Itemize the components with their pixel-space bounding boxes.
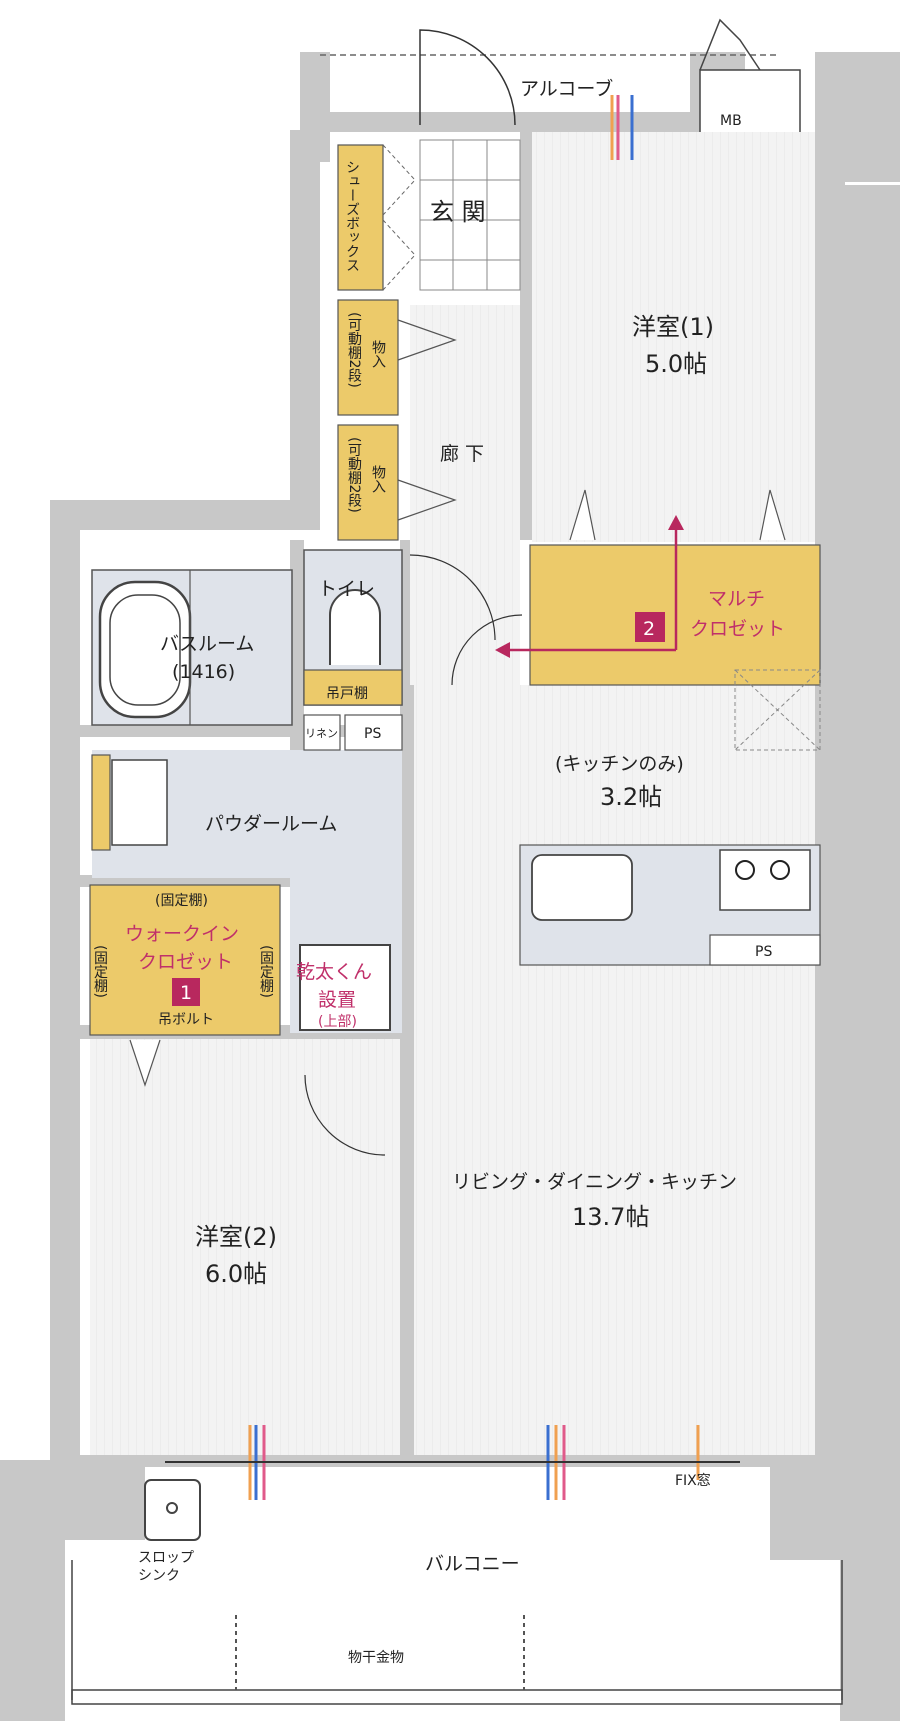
slop-sink-drain bbox=[166, 1502, 178, 1514]
label-powder-room: パウダールーム bbox=[205, 813, 337, 835]
label-western2-size: 6.0帖 bbox=[205, 1260, 267, 1288]
label-multi-closet-1: マルチ bbox=[708, 588, 765, 610]
pipe-markers bbox=[248, 95, 700, 1500]
hallway-door bbox=[451, 614, 523, 686]
toilet-door bbox=[409, 554, 496, 641]
burner-right bbox=[770, 860, 790, 880]
bathtub-inner bbox=[109, 594, 181, 706]
ps-kitchen-box bbox=[709, 934, 821, 966]
label-toilet: トイレ bbox=[318, 578, 375, 600]
label-bathroom-name: バスルーム bbox=[160, 633, 254, 655]
label-linen: リネン bbox=[305, 727, 338, 740]
linen-box bbox=[303, 714, 341, 751]
label-ps-top: PS bbox=[364, 726, 381, 742]
mb-door-icon bbox=[699, 18, 761, 71]
label-balcony: バルコニー bbox=[425, 1553, 520, 1575]
label-dryer-2: 設置 bbox=[318, 989, 356, 1011]
label-ldk-name: リビング・ダイニング・キッチン bbox=[452, 1171, 737, 1193]
label-hanging-bolt: 吊ボルト bbox=[158, 1012, 214, 1028]
label-fix-window: FIX窓 bbox=[675, 1472, 711, 1489]
floor-western1 bbox=[532, 132, 815, 542]
closet-arrow-left-head bbox=[495, 642, 510, 658]
label-wic-2: クロゼット bbox=[138, 951, 233, 973]
western1-closet-doors bbox=[569, 489, 786, 541]
label-storage-bottom: 物入 bbox=[370, 465, 386, 493]
dryer-box bbox=[299, 944, 391, 1031]
shoebox-doors bbox=[382, 144, 416, 291]
storage-doors bbox=[397, 319, 457, 521]
label-slop-sink-1: スロップ bbox=[138, 1550, 194, 1566]
ps-top-box bbox=[344, 714, 403, 751]
label-multi-closet-2: クロゼット bbox=[690, 618, 785, 640]
burner-left bbox=[735, 860, 755, 880]
label-ldk-size: 13.7帖 bbox=[572, 1203, 649, 1231]
label-fixed-shelf-top: (固定棚) bbox=[155, 893, 208, 909]
kitchen-stove bbox=[719, 849, 811, 911]
vanity bbox=[111, 759, 168, 846]
label-clothes-hanger: 物干金物 bbox=[348, 1650, 404, 1666]
label-alcove: アルコーブ bbox=[520, 77, 613, 100]
label-western1-size: 5.0帖 bbox=[645, 350, 707, 378]
kitchen-sink bbox=[531, 854, 633, 921]
entrance-tiles bbox=[419, 139, 521, 291]
western2-door bbox=[304, 1074, 386, 1156]
toilet-bowl bbox=[329, 589, 381, 665]
label-wic-num: 1 bbox=[180, 982, 192, 1004]
label-ps-kitchen: PS bbox=[755, 944, 772, 960]
walls bbox=[0, 52, 900, 1721]
label-hallway: 廊 下 bbox=[440, 443, 484, 465]
entrance-door bbox=[419, 29, 516, 126]
label-bathroom-size: (1416) bbox=[172, 661, 235, 683]
wic-badge bbox=[172, 978, 200, 1006]
slop-sink bbox=[144, 1479, 201, 1541]
floor-ldk bbox=[414, 685, 815, 1455]
label-entrance: 玄 関 bbox=[430, 198, 486, 226]
balcony-railing bbox=[71, 1689, 843, 1705]
label-storage-top: 物入 bbox=[370, 340, 386, 368]
label-western1-name: 洋室(1) bbox=[632, 313, 714, 341]
label-slop-sink-2: シンク bbox=[138, 1568, 180, 1584]
label-wic-1: ウォークイン bbox=[125, 923, 239, 945]
label-mb: MB bbox=[720, 113, 742, 129]
label-dryer-3: (上部) bbox=[318, 1014, 357, 1030]
floor-hallway bbox=[410, 305, 520, 685]
closet-arrow-up-head bbox=[668, 515, 684, 530]
label-shoebox: シューズボックス bbox=[344, 160, 360, 272]
label-multi-closet-num: 2 bbox=[643, 618, 655, 640]
label-fixed-shelf-left: (固定棚) bbox=[92, 945, 108, 998]
label-storage-top-sub: (可動棚2段) bbox=[346, 312, 362, 388]
label-storage-bottom-sub: (可動棚2段) bbox=[346, 437, 362, 513]
label-fixed-shelf-right: (固定棚) bbox=[258, 945, 274, 998]
label-dryer-1: 乾太くん bbox=[296, 961, 372, 983]
western2-closet-door bbox=[129, 1039, 161, 1087]
label-western2-name: 洋室(2) bbox=[195, 1223, 277, 1251]
void-box bbox=[734, 669, 821, 751]
floor-western2 bbox=[90, 1039, 400, 1455]
multi-closet-badge bbox=[635, 612, 665, 642]
label-hanging-shelf: 吊戸棚 bbox=[326, 686, 368, 702]
label-kitchen-only-size: 3.2帖 bbox=[600, 783, 662, 811]
label-kitchen-only-name: (キッチンのみ) bbox=[555, 753, 684, 775]
